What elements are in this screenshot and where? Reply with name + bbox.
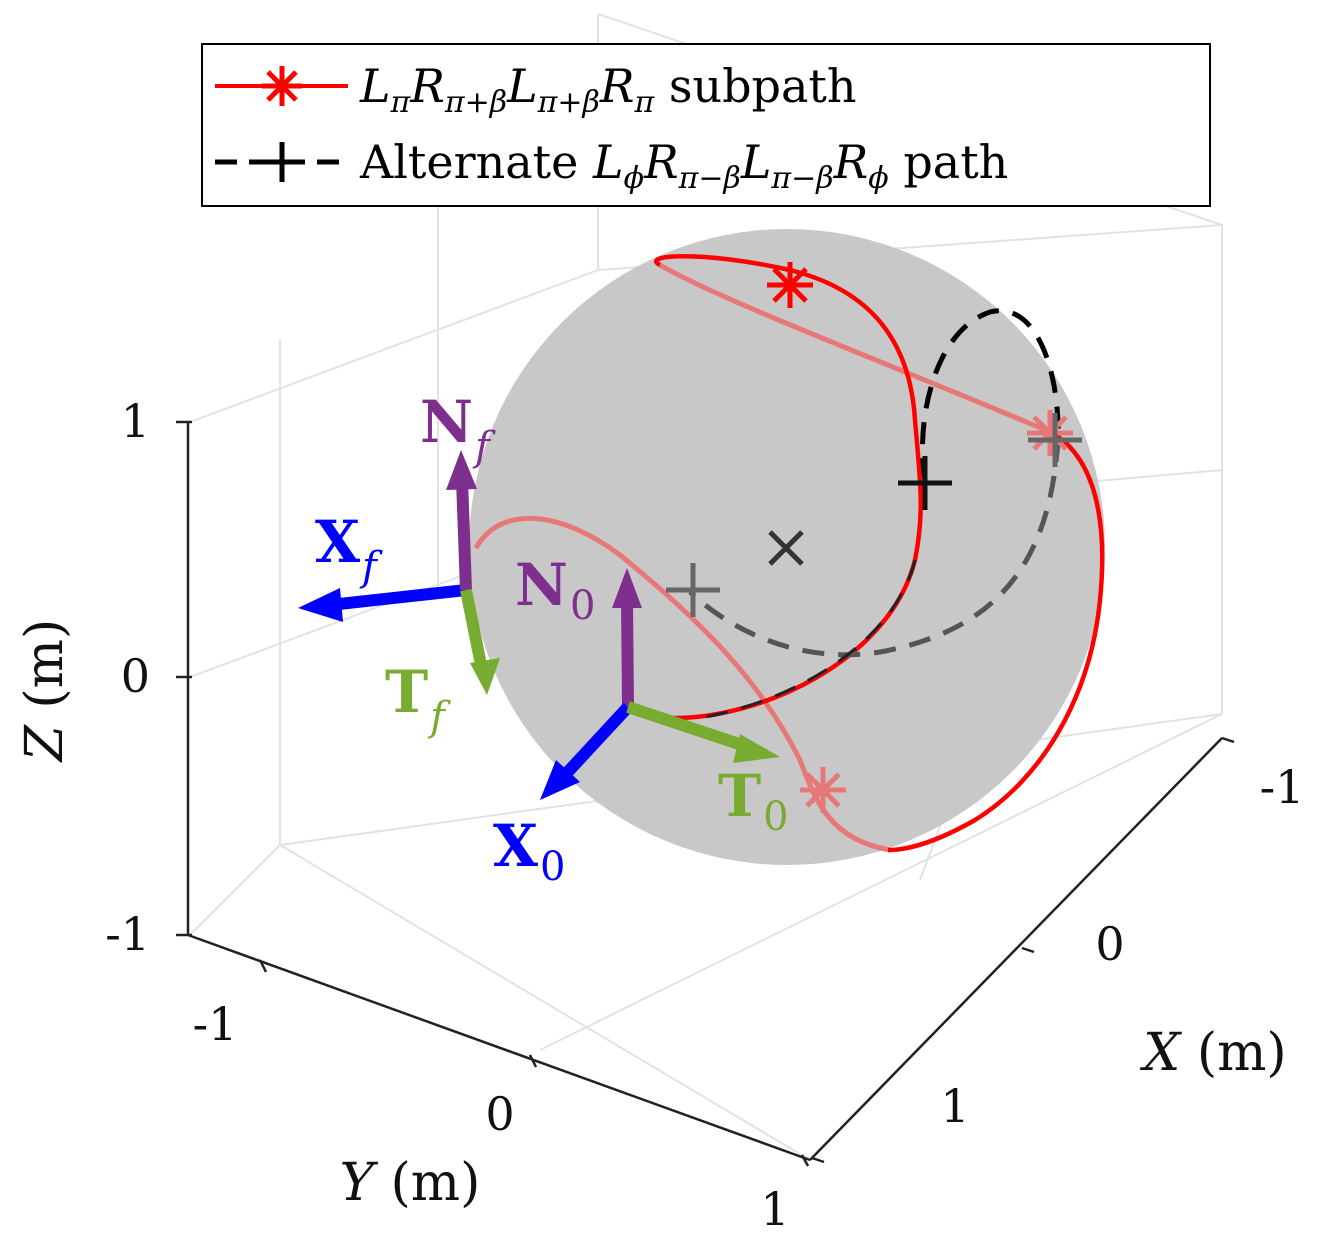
n-f-arrow-shaft [456, 479, 472, 591]
subpath-front [653, 254, 1105, 853]
x-tick-label-m1: -1 [1260, 760, 1305, 814]
z-axis-label: Z (m) [15, 619, 75, 764]
x-f-label: Xf [315, 508, 383, 590]
legend-subpath-marker [262, 66, 302, 106]
legend: LπRπ+βLπ+βRπ subpath Alternate LϕRπ−βLπ−… [201, 43, 1211, 207]
legend-entry-subpath: LπRπ+βLπ+βRπ subpath [215, 59, 857, 120]
z-tick-label-1: 1 [121, 394, 150, 448]
plus-marker-front [898, 456, 952, 510]
grid-z1-left [189, 269, 599, 423]
t-0-arrow-head [733, 734, 780, 763]
legend-entry-alternate: Alternate LϕRπ−βLπ−βRϕ path [215, 135, 1008, 196]
subpath-right-arc [887, 429, 1105, 853]
y-axis-line [187, 933, 811, 1162]
subpath-markers [767, 262, 1073, 813]
x-f-arrow-shaft [329, 584, 467, 611]
z-tick-label-0: 0 [121, 649, 150, 703]
y-tick-1 [800, 1154, 810, 1167]
n-0-arrow-head [612, 568, 642, 608]
n-0-label: N0 [515, 551, 595, 629]
x-axis-line [809, 737, 1223, 1161]
legend-alternate-marker [262, 142, 302, 182]
alternate-path-top [920, 308, 1061, 481]
x-tick-label-1: 1 [940, 1079, 969, 1133]
x-0-arrow-head [540, 760, 580, 800]
y-axis-label: Y (m) [340, 1153, 481, 1213]
asterisk-marker-right [1027, 410, 1073, 456]
subpath-front-arc [653, 254, 924, 721]
svg-text:Z (m): Z (m) [15, 619, 75, 764]
x-0-arrow-shaft [560, 702, 633, 780]
grid-floor-y0 [539, 713, 1223, 1051]
t-0-arrow-shaft [626, 701, 750, 753]
x-tick-0 [1021, 946, 1035, 954]
x-f-arrow-head [298, 588, 343, 622]
alternate-path [688, 308, 1061, 720]
t-f-arrow-head [470, 658, 500, 695]
asterisk-marker-top [767, 262, 813, 308]
t-0-label: T0 [718, 762, 789, 840]
asterisk-marker-bottom [800, 767, 846, 813]
x-0-label: X0 [493, 812, 565, 890]
axes-lines [176, 420, 1235, 1167]
x-tick-1 [811, 1156, 825, 1164]
sphere-center-marker [768, 530, 804, 566]
t-f-label: Tf [385, 658, 451, 740]
x-tick-m1 [1221, 736, 1235, 744]
legend-box [201, 43, 1211, 207]
x-axis-label: X (m) [1139, 1023, 1286, 1083]
x-tick-label-0: 0 [1095, 917, 1124, 971]
initial-frame [540, 568, 780, 800]
n-0-arrow-shaft [621, 599, 634, 708]
t-f-arrow-shaft [460, 588, 488, 672]
y-tick-m1 [258, 959, 268, 973]
y-tick-label-1: 1 [760, 1182, 789, 1236]
y-tick-label-m1: -1 [193, 997, 238, 1051]
n-f-label: Nf [420, 388, 496, 470]
alternate-markers [666, 413, 1082, 617]
y-tick-0 [528, 1054, 538, 1068]
final-frame [298, 450, 500, 695]
legend-subpath-label: LπRπ+βLπ+βRπ subpath [359, 59, 857, 120]
plus-marker-left [666, 563, 720, 617]
plus-marker-right [1028, 413, 1082, 467]
legend-alternate-label: Alternate LϕRπ−βLπ−βRϕ path [359, 135, 1008, 196]
z-tick-label-m1: -1 [105, 907, 150, 961]
grid-floor-left [279, 844, 811, 1161]
subpath-back-segment-top [658, 262, 1051, 435]
n-f-arrow-head [446, 450, 477, 490]
alternate-path-lower [688, 439, 1061, 658]
y-tick-label-0: 0 [485, 1087, 514, 1141]
grid-floor-corner [189, 844, 281, 936]
